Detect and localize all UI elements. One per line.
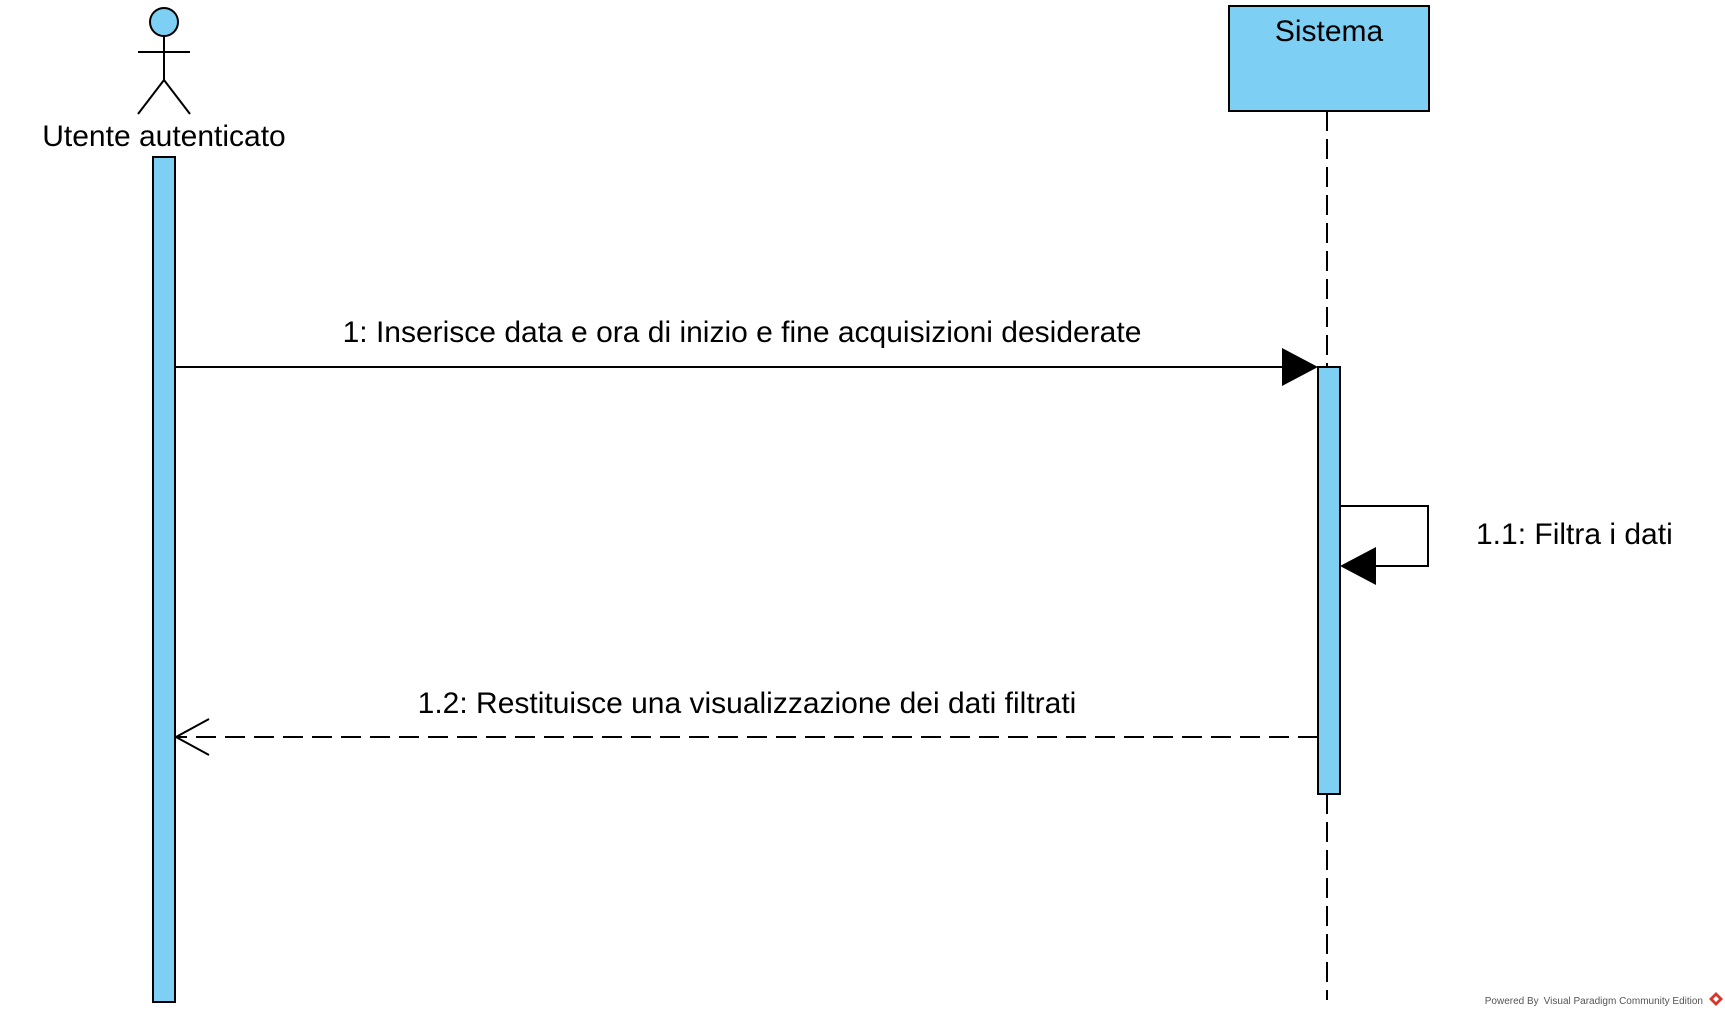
sistema-activation-bar [1317, 366, 1341, 795]
message-1-1-loop-line [1340, 505, 1429, 567]
message-1-2-open-arrowhead [173, 718, 210, 756]
message-1-2-label: 1.2: Restituisce una visualizzazione dei… [418, 687, 1077, 720]
actor-right-leg [163, 79, 191, 115]
message-1-1-label: 1.1: Filtra i dati [1476, 518, 1673, 551]
visual-paradigm-logo-icon [1709, 992, 1723, 1006]
sistema-lifeline-box [1228, 5, 1430, 112]
actor-head [149, 7, 179, 37]
message-1-1-arrowhead [1340, 547, 1376, 585]
actor-figure [137, 7, 191, 115]
message-1-label: 1: Inserisce data e ora di inizio e fine… [343, 316, 1142, 349]
message-1-arrowhead [1282, 348, 1318, 386]
footer-text: Powered By Visual Paradigm Community Edi… [1485, 996, 1703, 1007]
actor-label: Utente autenticato [42, 120, 286, 153]
sistema-label: Sistema [1275, 15, 1384, 48]
actor-left-leg [137, 79, 165, 115]
actor-activation-bar [152, 156, 176, 1003]
